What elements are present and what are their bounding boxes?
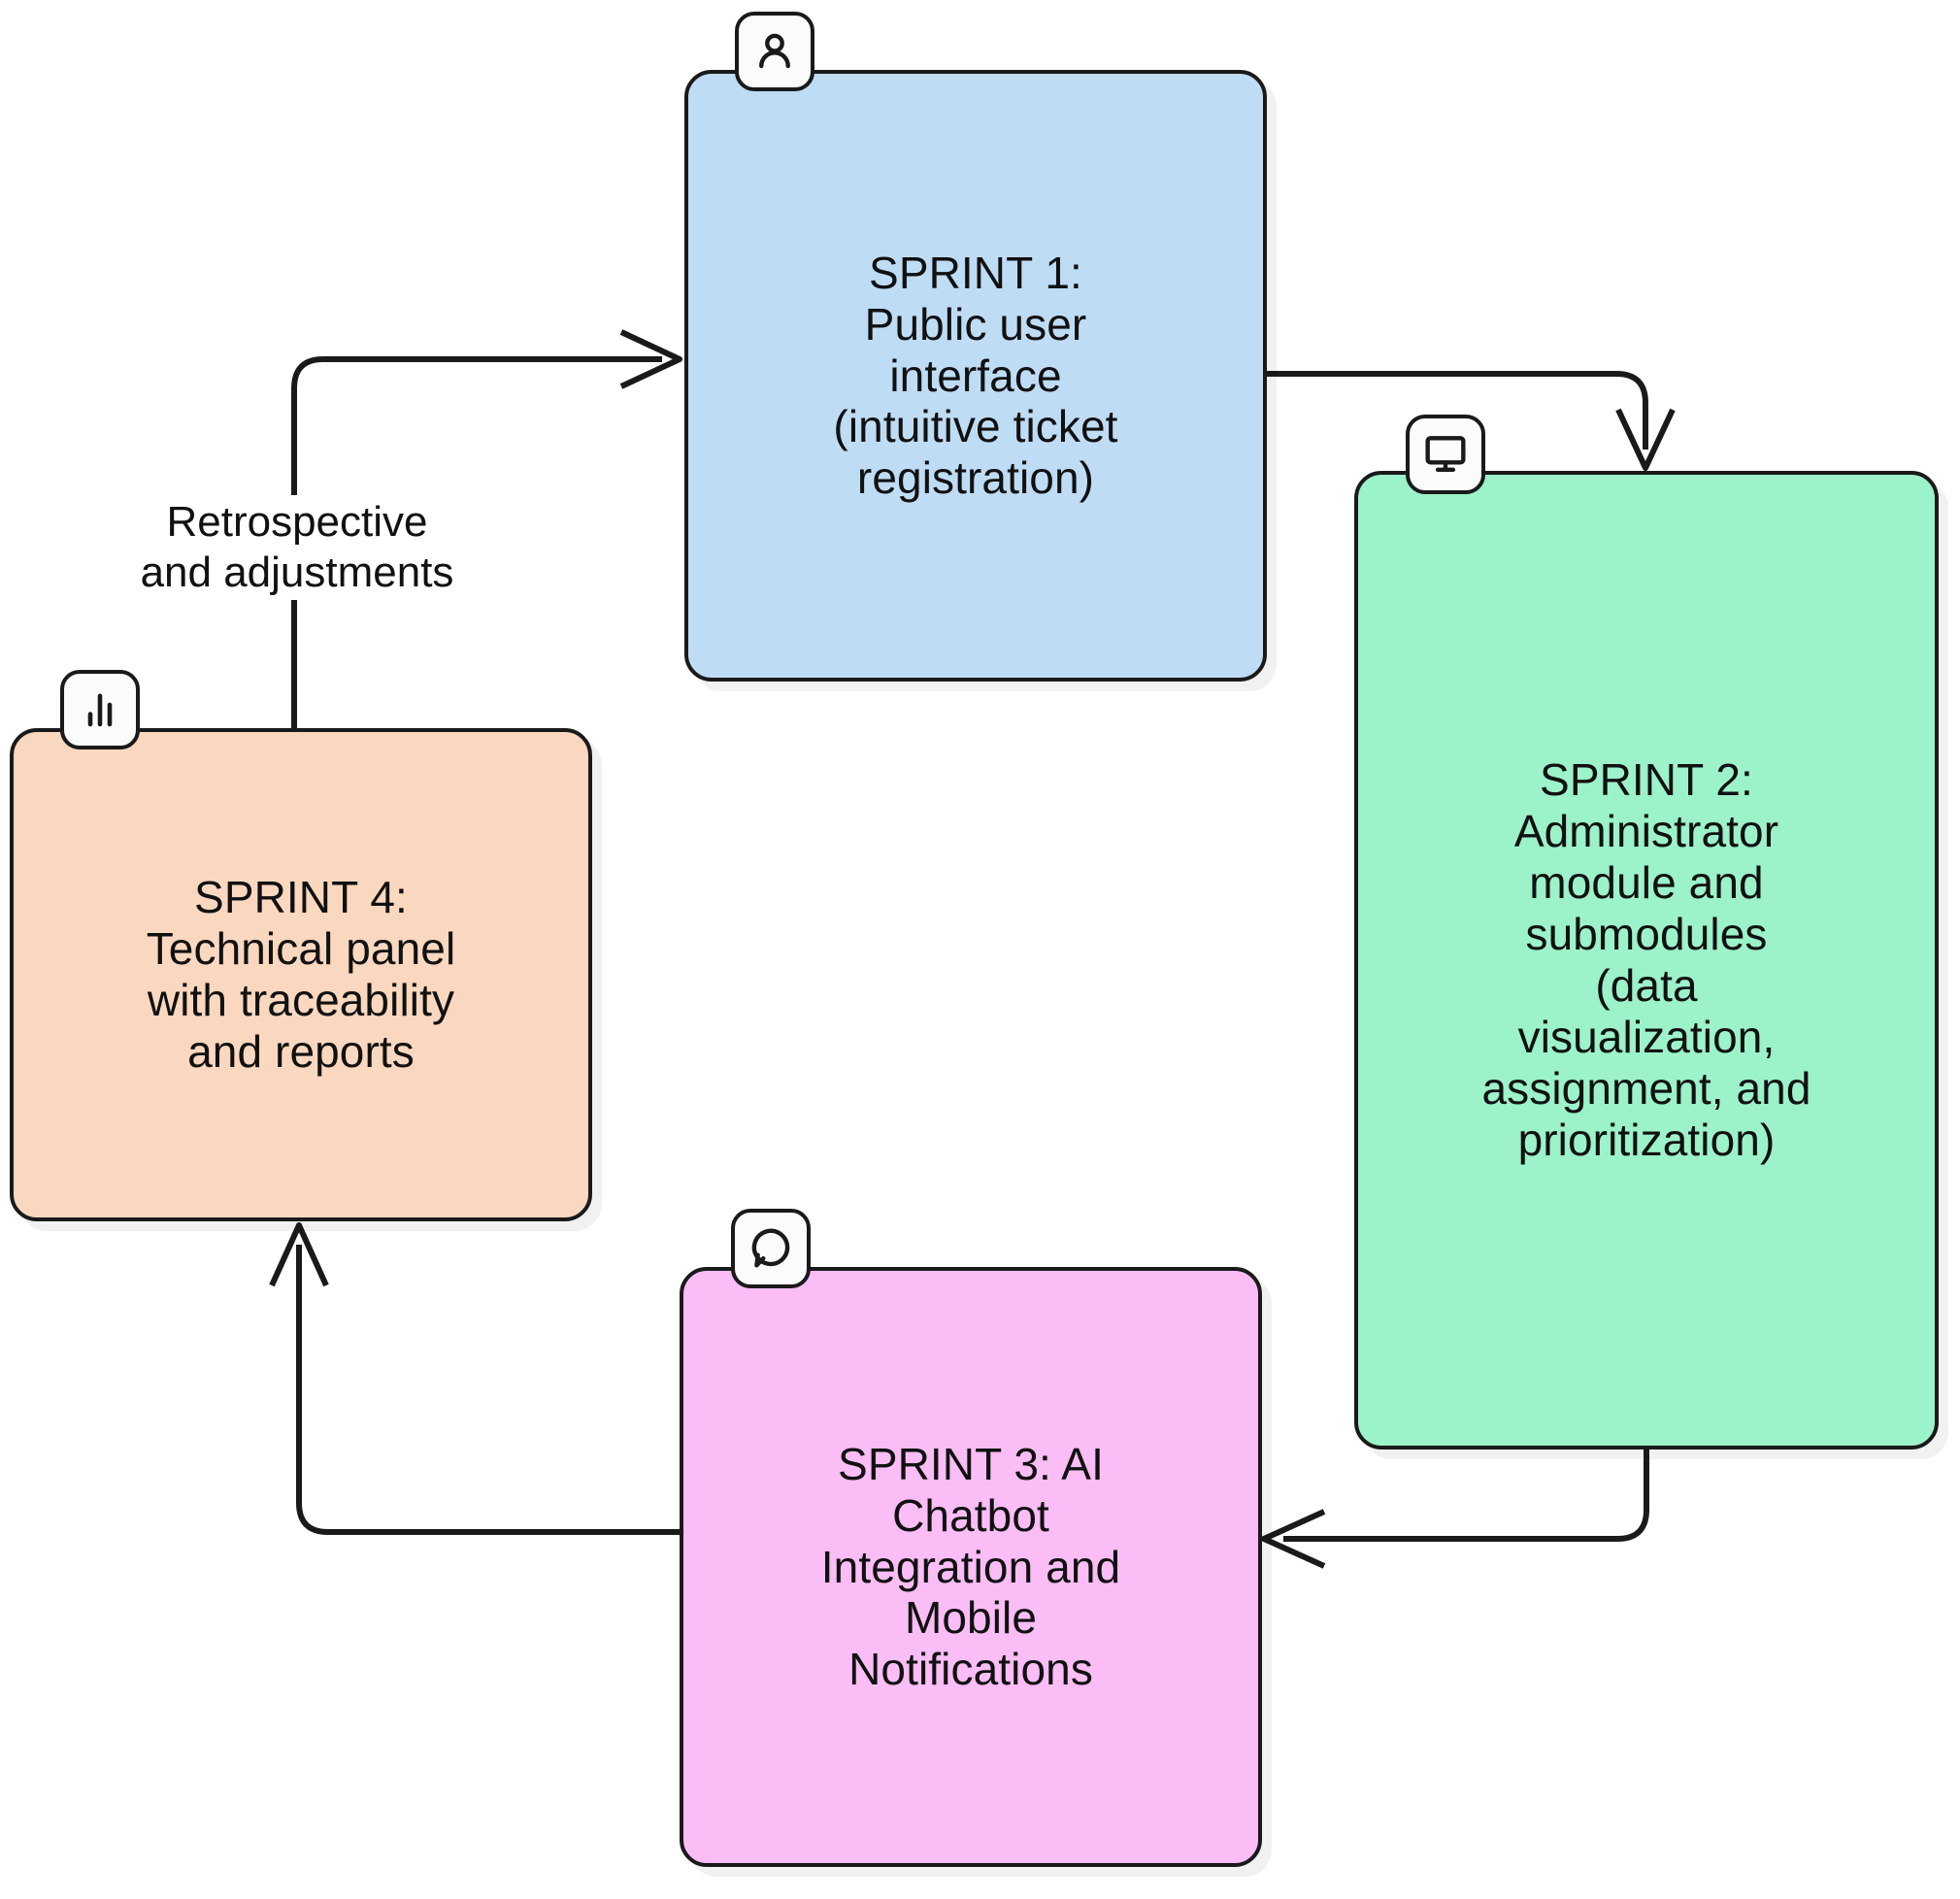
node-sprint2-label: SPRINT 2: Administrator module and submo… <box>1481 754 1811 1165</box>
edge-sprint2-to-sprint3 <box>1283 1449 1649 1542</box>
arrowhead-sprint2-to-sprint3 <box>1261 1509 1326 1569</box>
arrowhead-sprint1-to-sprint2 <box>1615 408 1676 471</box>
node-sprint4-label: SPRINT 4: Technical panel with traceabil… <box>146 872 456 1077</box>
node-sprint4[interactable]: SPRINT 4: Technical panel with traceabil… <box>10 728 592 1221</box>
chat-bubble-icon <box>731 1209 811 1288</box>
edge-label-retrospective: Retrospective and adjustments <box>76 495 518 600</box>
edge-sprint3-to-sprint4 <box>296 1245 680 1535</box>
person-icon <box>735 12 814 91</box>
node-sprint1-label: SPRINT 1: Public user interface (intuiti… <box>833 247 1118 504</box>
bar-chart-icon <box>60 670 140 750</box>
node-sprint2[interactable]: SPRINT 2: Administrator module and submo… <box>1354 471 1939 1449</box>
node-sprint1[interactable]: SPRINT 1: Public user interface (intuiti… <box>684 70 1267 682</box>
arrowhead-sprint3-to-sprint4 <box>269 1222 329 1287</box>
node-sprint3[interactable]: SPRINT 3: AI Chatbot Integration and Mob… <box>680 1267 1262 1867</box>
monitor-icon <box>1406 415 1485 494</box>
node-sprint3-label: SPRINT 3: AI Chatbot Integration and Mob… <box>820 1438 1121 1695</box>
arrowhead-sprint4-to-sprint1 <box>619 329 682 389</box>
